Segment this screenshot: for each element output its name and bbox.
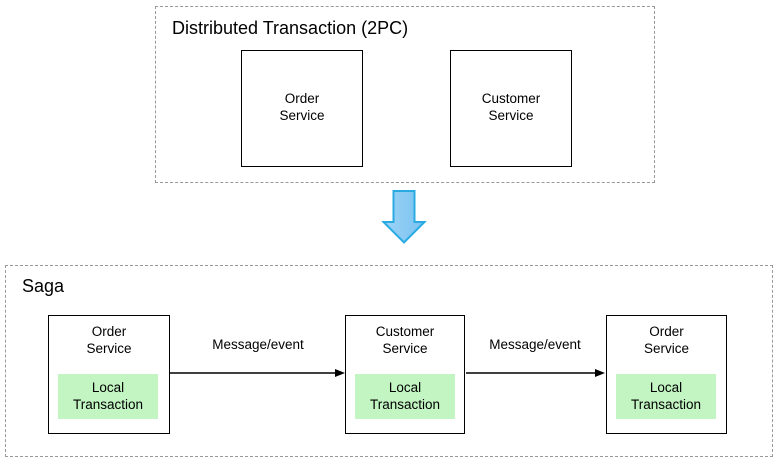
- transition-arrow: [381, 189, 427, 247]
- edge-label-message-event-1: Message/event: [212, 337, 304, 352]
- edge-label-message-event-2: Message/event: [489, 337, 581, 352]
- saga-group-title: Saga: [22, 276, 65, 296]
- saga-group: [5, 265, 773, 457]
- service-label-order-service-saga-1: Order Service: [86, 324, 132, 356]
- distributed-transaction-group: [155, 6, 655, 183]
- right-arrow-icon: [466, 369, 605, 377]
- service-label-customer-service-saga: Customer Service: [375, 324, 435, 356]
- service-box-customer-service-2pc[interactable]: [450, 50, 572, 167]
- local-transaction-customer-service-saga: Local Transaction: [355, 374, 455, 419]
- service-box-order-service-2pc[interactable]: [241, 50, 363, 167]
- distributed-transaction-group-title: Distributed Transaction (2PC): [172, 18, 409, 38]
- local-transaction-order-service-saga-2: Local Transaction: [616, 374, 716, 419]
- service-label-order-service-saga-2: Order Service: [643, 324, 689, 356]
- right-arrow-icon: [170, 369, 345, 377]
- connector-arrow-2: [466, 365, 606, 381]
- down-arrow-icon: [381, 190, 427, 244]
- connector-arrow-1: [170, 365, 346, 381]
- service-label-order-service-2pc: Order Service: [279, 91, 325, 123]
- local-transaction-order-service-saga-1: Local Transaction: [58, 374, 158, 419]
- service-label-customer-service-2pc: Customer Service: [481, 91, 541, 123]
